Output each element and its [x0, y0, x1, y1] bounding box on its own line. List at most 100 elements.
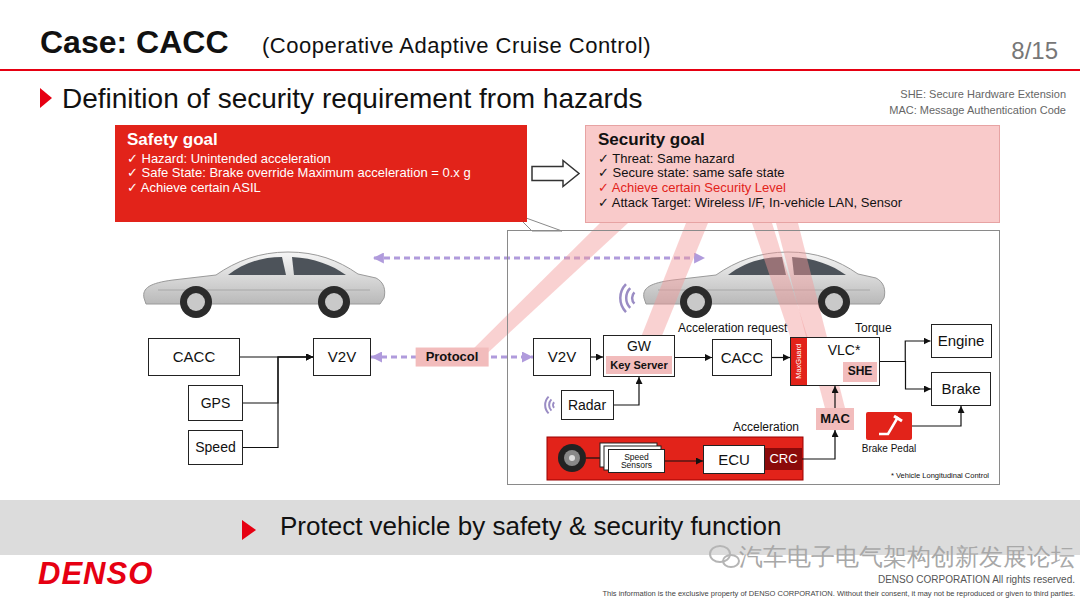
control-unit-box: ECU: [703, 445, 765, 474]
company-logo: DENSO: [38, 556, 153, 592]
label-holder: Acceleration request: [678, 322, 787, 336]
radio-wave-icon: [545, 397, 554, 414]
box-label: MaxGuard: [795, 344, 804, 379]
signal-arrow: [834, 386, 835, 408]
box-label: SHE: [848, 365, 873, 379]
signal-arrow: [665, 460, 703, 461]
actuator-box: Engine: [931, 324, 992, 358]
copyright-note: DENSO CORPORATION All rights reserved.: [878, 574, 1075, 586]
confidentiality-note: This information is the exclusive proper…: [602, 590, 1075, 599]
sensor-box: Radar: [561, 390, 614, 420]
box-label: ECU: [718, 451, 750, 468]
label-holder: Protect vehicle by safety & security fun…: [280, 512, 781, 542]
label-holder: DENSO: [38, 556, 153, 592]
radio-wave-icon: [620, 284, 634, 312]
pedal-icon-ground: [866, 412, 912, 440]
label-holder: MAC: Message Authentication Code: [889, 104, 1066, 117]
box-label: Key Server: [610, 359, 668, 372]
bullet-triangle: [242, 520, 256, 540]
car-illustration: [144, 252, 385, 318]
label-holder: SHE: Secure Hardware Extension: [900, 88, 1066, 101]
label-holder: DENSO CORPORATION All rights reserved.: [878, 574, 1075, 586]
radio-unit-box: V2V: [533, 338, 591, 376]
box-label: Engine: [938, 332, 985, 349]
security-module-box: SHE: [843, 362, 877, 382]
box-label: Brake Pedal: [862, 443, 916, 455]
header-rule: [0, 69, 1080, 71]
box-label: GPS: [201, 395, 231, 411]
pedal-icon: Brake Pedal: [866, 412, 912, 440]
box-label: VLC*: [828, 342, 861, 358]
signal-arrow: [912, 406, 961, 426]
signal-arrow: [802, 430, 835, 459]
box-label: ✓ Achieve certain Security Level: [598, 181, 786, 196]
radio-unit-box: V2V: [313, 338, 371, 376]
control-unit-box: VLC* MaxGuardSHE: [790, 337, 880, 386]
title-subtitle: (Cooperative Adaptive Cruise Control): [262, 33, 651, 58]
wheel-link: [586, 457, 600, 458]
box-label: ✓ Threat: Same hazard: [598, 152, 734, 167]
label-holder: Torque: [855, 322, 892, 336]
signal-arrow: [240, 356, 313, 357]
box-label: V2V: [328, 348, 356, 365]
signal-name: Acceleration: [733, 421, 799, 435]
signal-arrow: [880, 341, 931, 362]
pedal-symbol: [894, 416, 902, 421]
label-holder: (Cooperative Adaptive Cruise Control): [262, 33, 651, 58]
sensor-input-box: Speed: [188, 430, 243, 465]
security-goal-box: Security goal ✓ Threat: Same hazard✓ Secu…: [585, 125, 1000, 223]
signal-arrow: [675, 357, 712, 358]
box-label: MAC: [820, 412, 850, 427]
auth-box: MAC: [816, 408, 854, 430]
gateway-box: GW Key Server: [603, 335, 675, 377]
section-heading: Definition of security requirement from …: [62, 83, 642, 115]
box-label: ✓ Safe State: Brake override Maximum acc…: [127, 166, 471, 181]
box-label: ✓ Attack Target: Wireless I/F, In-vehicl…: [598, 196, 902, 211]
box-label: ✓ Hazard: Unintended acceleration: [127, 152, 331, 167]
signal-arrow: [243, 357, 313, 448]
label-holder: This information is the exclusive proper…: [602, 590, 1075, 599]
box-heading: Security goal: [598, 130, 705, 150]
box-label: Speed Sensors: [615, 453, 658, 470]
label-holder: Definition of security requirement from …: [62, 83, 642, 115]
box-label: V2V: [548, 348, 576, 365]
box-label: ✓ Secure state: same safe state: [598, 166, 784, 181]
box-label: CACC: [721, 349, 764, 366]
wheel-icon: [558, 444, 586, 472]
pedal-symbol: [879, 417, 898, 434]
sensor-input-box: GPS: [188, 385, 243, 421]
edge-label-holder: Protocol: [416, 348, 489, 367]
label-holder: Acceleration: [733, 421, 799, 435]
box-heading: Safety goal: [127, 130, 218, 150]
label-holder: 8/15: [1011, 37, 1058, 65]
sensor-assembly: [547, 437, 803, 480]
box-label: * Vehicle Longitudinal Control: [891, 472, 989, 481]
box-label: GW: [627, 338, 651, 354]
controller-box: CACC: [712, 339, 772, 376]
block-arrow: [532, 161, 579, 187]
box-label: ✓ Achieve certain ASIL: [127, 181, 261, 196]
signal-arrow: [614, 377, 640, 405]
safety-goal-box: Safety goal ✓ Hazard: Unintended accelera…: [115, 125, 527, 222]
watermark-icon: [710, 546, 739, 567]
signal-arrow: [772, 357, 790, 358]
abbreviation-note: SHE: Secure Hardware Extension: [900, 88, 1066, 101]
box-label: CRC: [769, 452, 797, 467]
abbreviation-note: MAC: Message Authentication Code: [889, 104, 1066, 117]
guard-strip: MaxGuard: [791, 338, 807, 385]
page-number: 8/15: [1011, 37, 1058, 65]
edge-label: Protocol: [416, 348, 489, 367]
signal-arrow: [243, 357, 313, 403]
box-label: Radar: [568, 397, 606, 413]
title-holder: Case: CACC: [40, 24, 228, 61]
sensor-card: Speed Sensors: [608, 449, 665, 473]
vehicle-link-arrow: [374, 257, 704, 260]
slide-title: Case: CACC: [40, 24, 228, 61]
box-label: Speed: [195, 439, 235, 455]
box-label: CACC: [173, 348, 216, 365]
signal-name: Torque: [855, 322, 892, 336]
signal-arrow: [880, 362, 931, 390]
key-store-box: Key Server: [606, 356, 672, 374]
controller-box: CACC: [148, 338, 240, 376]
